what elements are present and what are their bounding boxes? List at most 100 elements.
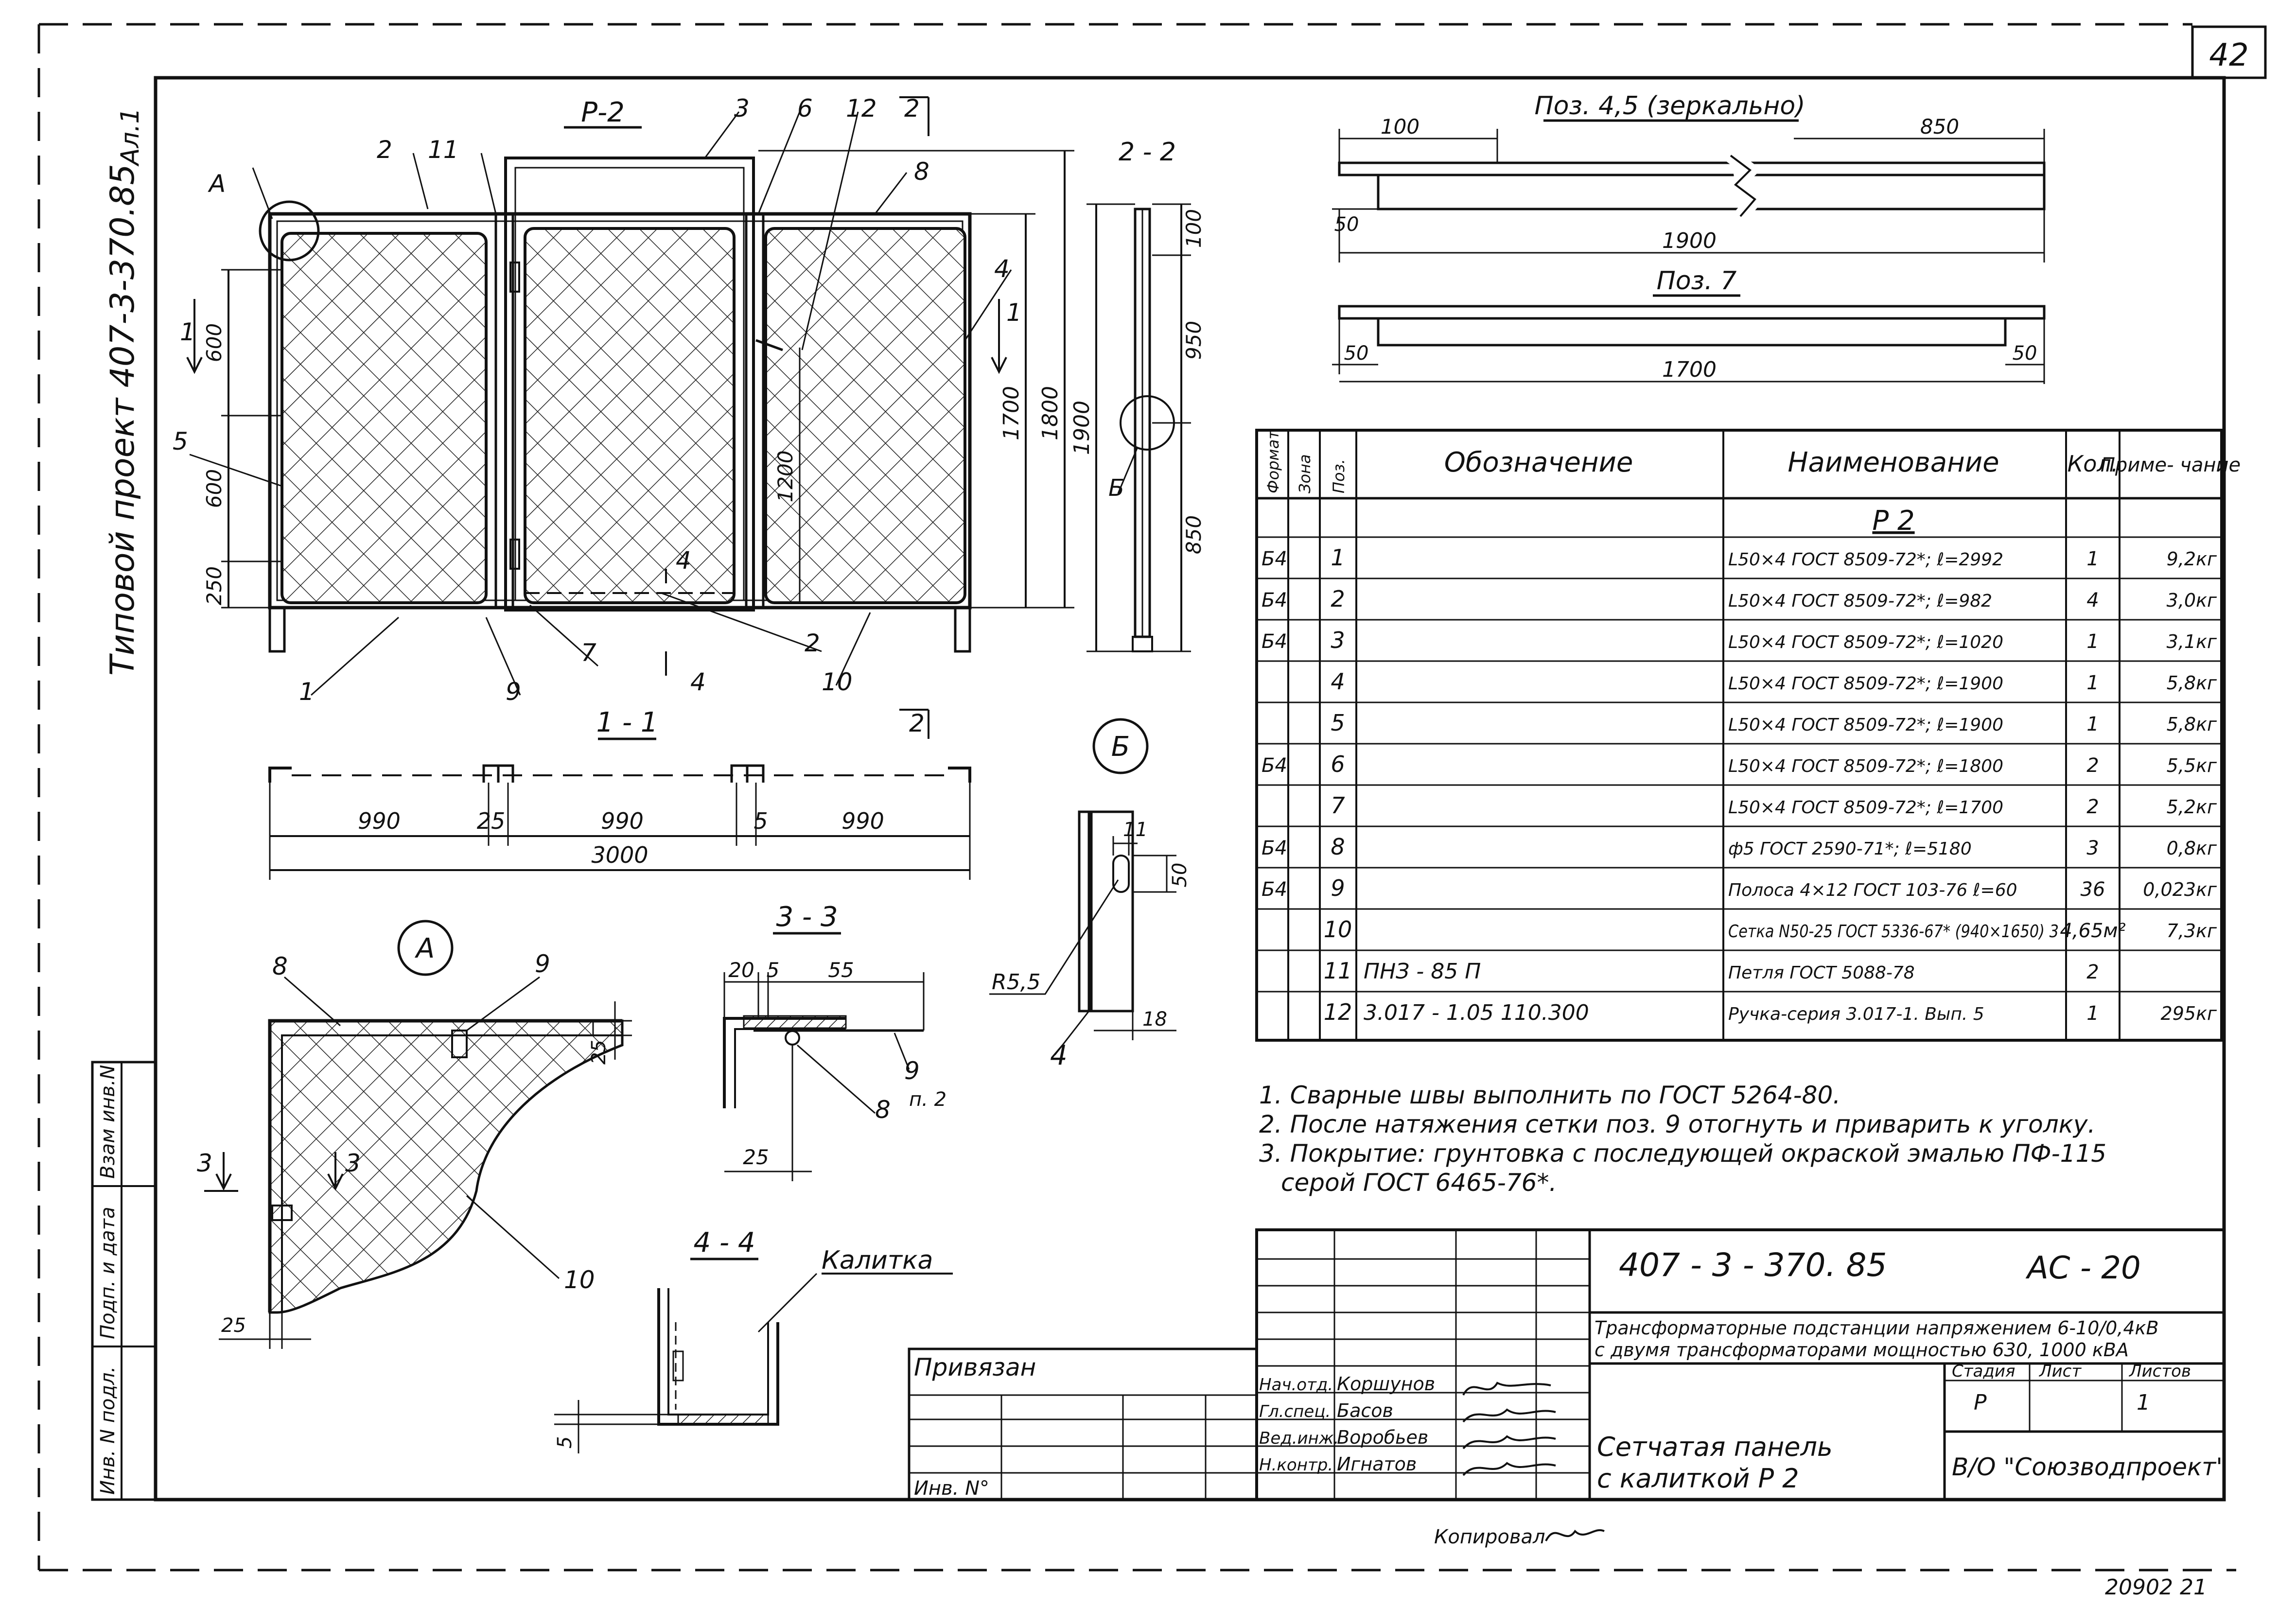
callout-main-4: 4 xyxy=(994,255,1010,283)
dim-poz45-1900: 1900 xyxy=(1662,228,1717,253)
spec-cell-name: Ручка-серия 3.017-1. Вып. 5 xyxy=(1728,1004,1984,1024)
dim-poz7-50b: 50 xyxy=(2013,342,2037,365)
view-section-1-1: 1 - 1 990 25 990 5 990 3000 xyxy=(268,707,971,880)
spec-header-qty: Кол. xyxy=(2068,451,2119,477)
callout-a-10: 10 xyxy=(564,1266,595,1294)
spec-cell-pos: 7 xyxy=(1331,792,1345,819)
callout-b-4: 4 xyxy=(1050,1040,1068,1071)
callout-main-8: 8 xyxy=(914,157,929,186)
spec-cell-note: 5,5кг xyxy=(2167,755,2217,776)
strip-label-vzam: Взам инв.N xyxy=(97,1065,119,1179)
spec-cell-pos: 1 xyxy=(1331,544,1345,571)
spec-cell-pos: 12 xyxy=(1324,999,1352,1025)
tb-project-title-1: Трансформаторные подстанции напряжением … xyxy=(1595,1317,2159,1339)
tb-sheet-no: 1 xyxy=(2137,1390,2150,1415)
dim-poz45-50: 50 xyxy=(1334,213,1359,236)
spec-cell-format: Б4 xyxy=(1262,548,1287,570)
dim-33-20: 20 xyxy=(728,958,754,982)
callout-22-b: Б xyxy=(1108,474,1124,502)
callout-33-9: 9 xyxy=(904,1057,920,1085)
tb-stage: Р xyxy=(1974,1390,1987,1415)
dim-main-1200: 1200 xyxy=(773,451,797,503)
spec-cell-qty: 1 xyxy=(2086,713,2099,735)
view-p2-title: Р-2 xyxy=(581,97,625,128)
node-b-label: Б xyxy=(1111,731,1130,763)
spec-cell-name: L50×4 ГОСТ 8509-72*; ℓ=2992 xyxy=(1728,550,2003,570)
gate-label: Калитка xyxy=(822,1246,933,1275)
dim-poz45-850: 850 xyxy=(1920,115,1959,139)
spec-cell-note: 5,2кг xyxy=(2167,796,2217,818)
dim-11-3000: 3000 xyxy=(591,842,648,868)
spec-cell-qty: 1 xyxy=(2086,630,2099,653)
callout-main-9: 9 xyxy=(506,678,521,706)
callout-a-3a: 3 xyxy=(197,1149,212,1177)
spec-cell-pos: 6 xyxy=(1331,751,1345,777)
callout-a-3b: 3 xyxy=(345,1149,361,1177)
spec-header-note: Приме- чание xyxy=(2101,454,2241,476)
dim-a-25b: 25 xyxy=(221,1314,246,1337)
node-a-label: А xyxy=(415,933,435,964)
spec-cell-pos: 11 xyxy=(1324,958,1352,984)
view-section-4-4: 4 - 4 Калитка 5 xyxy=(554,1227,953,1453)
spec-cell-qty: 4,65м² xyxy=(2060,920,2125,942)
spec-header-name: Наименование xyxy=(1788,447,1999,478)
spec-cell-note: 7,3кг xyxy=(2167,920,2217,942)
dim-b-r55: R5,5 xyxy=(992,970,1041,995)
spec-cell-designation: ПНЗ - 85 П xyxy=(1364,959,1481,984)
callout-main-10: 10 xyxy=(822,668,853,696)
dim-44-5: 5 xyxy=(554,1436,576,1449)
spec-cell-name: L50×4 ГОСТ 8509-72*; ℓ=982 xyxy=(1728,591,1992,611)
bottom-stamp: 20902 21 xyxy=(2105,1575,2207,1600)
album-label: Ал.1 xyxy=(116,108,145,167)
signatures: Нач.отд. Коршунов Гл.спец. Басов Вед.инж… xyxy=(1259,1373,1556,1476)
spec-cell-qty: 2 xyxy=(2086,754,2099,777)
dim-main-600a: 600 xyxy=(202,323,226,362)
tb-project-code: 407 - 3 - 370. 85 xyxy=(1619,1246,1887,1284)
spec-cell-format: Б4 xyxy=(1262,630,1287,653)
callout-a-9: 9 xyxy=(535,950,550,978)
dim-11-990b: 990 xyxy=(601,808,644,834)
spec-cell-note: 3,0кг xyxy=(2167,590,2217,611)
section-2-2-title: 2 - 2 xyxy=(1119,138,1176,167)
view-node-b: Б 11 50 18 R5,5 4 xyxy=(989,718,1191,1071)
spec-cell-pos: 3 xyxy=(1331,627,1345,653)
callout-main-a: A xyxy=(208,170,226,198)
spec-cell-pos: 8 xyxy=(1331,834,1345,860)
view-p2: Р-2 600 600 250 xyxy=(173,94,1074,739)
spec-cell-format: Б4 xyxy=(1262,754,1287,777)
tb-project-title-2: с двумя трансформаторами мощностью 630, … xyxy=(1595,1339,2129,1361)
spec-cell-pos: 5 xyxy=(1331,710,1345,736)
spec-header-pos: Поз. xyxy=(1330,459,1348,493)
callout-main-7: 7 xyxy=(581,639,596,667)
tb-organization: В/О "Союзводпроект" xyxy=(1952,1453,2227,1481)
tb-drawing-title-2: с калиткой Р 2 xyxy=(1597,1463,1799,1494)
spec-header-designation: Обозначение xyxy=(1444,447,1633,478)
spec-cell-designation: 3.017 - 1.05 110.300 xyxy=(1364,1000,1589,1025)
dim-22-850: 850 xyxy=(1182,515,1206,554)
dim-22-1900: 1900 xyxy=(1069,401,1094,455)
strip-label-podp: Подп. и дата xyxy=(97,1207,119,1339)
section-mark-1b: 1 xyxy=(1006,298,1022,327)
section-mark-1a: 1 xyxy=(180,318,195,346)
callout-33-8: 8 xyxy=(875,1096,891,1124)
spec-cell-name: L50×4 ГОСТ 8509-72*; ℓ=1700 xyxy=(1728,798,2003,818)
dim-33-25: 25 xyxy=(743,1145,769,1169)
copied-by-label: Копировал xyxy=(1434,1526,1545,1548)
spec-cell-note: 0,8кг xyxy=(2167,838,2217,859)
dim-33-55: 55 xyxy=(828,958,854,982)
spec-cell-name: Сетка N50-25 ГОСТ 5336-67* (940×1650) 3 xyxy=(1728,922,2059,942)
dim-11-990a: 990 xyxy=(358,808,401,834)
section-mark-4a: 4 xyxy=(676,546,691,575)
spec-cell-pos: 2 xyxy=(1331,586,1345,612)
spec-header-zone: Зона xyxy=(1296,454,1314,493)
poz45-title: Поз. 4,5 (зеркально) xyxy=(1534,91,1805,121)
callout-main-12: 12 xyxy=(846,94,877,122)
spec-cell-qty: 1 xyxy=(2086,548,2099,570)
spec-cell-pos: 4 xyxy=(1331,668,1345,695)
gate-mesh xyxy=(524,227,736,604)
spec-table: Формат Зона Поз. Обозначение Наименовани… xyxy=(1255,429,2241,1042)
spec-cell-name: L50×4 ГОСТ 8509-72*; ℓ=1900 xyxy=(1728,715,2003,735)
spec-cell-name: Петля ГОСТ 5088-78 xyxy=(1728,963,1915,983)
note-3-cont: серой ГОСТ 6465-76*. xyxy=(1281,1169,1557,1197)
